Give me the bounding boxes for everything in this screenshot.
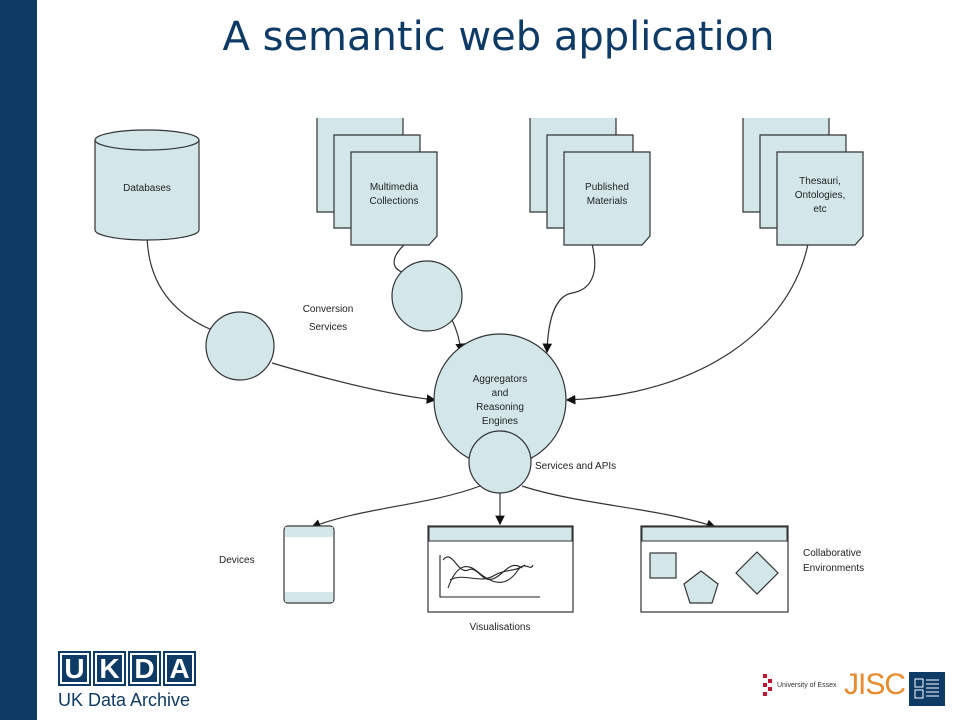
thesauri-documents: Thesauri, Ontologies, etc	[742, 118, 864, 246]
multimedia-label-line1: Multimedia	[370, 182, 419, 193]
connector-thesauri-aggregators	[565, 243, 809, 405]
published-label-line2: Materials	[587, 196, 628, 207]
published-label-line1: Published	[585, 182, 629, 193]
multimedia-documents: Multimedia Collections	[316, 118, 438, 246]
connector-apis-collaborative	[521, 485, 717, 529]
conversion-label-line1: Conversion	[303, 304, 354, 315]
aggregators-label-line2: and	[492, 388, 509, 399]
diamond-shape-icon	[735, 551, 779, 595]
devices-label: Devices	[219, 555, 255, 566]
connector-databases-conversion	[146, 235, 213, 331]
visualisations-window	[427, 525, 574, 613]
visualisations-label: Visualisations	[470, 622, 531, 633]
conversion-label-line2: Services	[309, 322, 347, 333]
connector-conversion-aggregators	[271, 362, 437, 404]
pentagon-shape-icon	[683, 570, 719, 604]
conversion-circle-top	[391, 260, 463, 332]
services-apis-label: Services and APIs	[535, 461, 616, 472]
connector-apis-devices	[310, 485, 481, 529]
conversion-circle-left	[205, 311, 275, 381]
aggregators-label-line3: Reasoning	[476, 402, 524, 413]
aggregators-label-line1: Aggregators	[473, 374, 527, 385]
ukda-letter-u: U	[58, 651, 91, 686]
multimedia-label-line2: Collections	[370, 196, 419, 207]
esrc-mark-icon	[914, 678, 939, 699]
collaborative-window	[640, 525, 789, 613]
left-sidebar-bar	[0, 0, 37, 720]
aggregators-label-line4: Engines	[482, 416, 518, 427]
thesauri-label-line2: Ontologies,	[795, 190, 846, 201]
essex-text: University of Essex	[777, 681, 837, 689]
thesauri-label-line1: Thesauri,	[799, 176, 841, 187]
esrc-logo	[909, 672, 945, 706]
connector-multimedia-conversion	[393, 243, 406, 273]
ukda-letter-k: K	[93, 651, 126, 686]
ukda-letter-a: A	[163, 651, 196, 686]
line-graph-icon	[439, 555, 540, 598]
connector-published-aggregators	[542, 243, 596, 354]
square-shape-icon	[649, 552, 677, 579]
collaborative-label-line2: Environments	[803, 563, 864, 574]
connectors	[146, 235, 809, 529]
services-apis-circle	[468, 430, 532, 494]
ukda-letter-d: D	[128, 651, 161, 686]
ukda-subtitle: UK Data Archive	[58, 690, 191, 710]
databases-cylinder: Databases	[94, 129, 200, 241]
thesauri-label-line3: etc	[813, 204, 826, 215]
collaborative-label-line1: Collaborative	[803, 548, 862, 559]
published-documents: Published Materials	[529, 118, 651, 246]
essex-mark-icon	[763, 674, 772, 696]
device-shape	[283, 525, 335, 604]
slide-title: A semantic web application	[222, 14, 775, 60]
databases-label: Databases	[123, 183, 171, 194]
ukda-logo: U K D A UK Data Archive	[58, 651, 196, 711]
jisc-logo: JISC	[844, 668, 906, 701]
university-of-essex-logo: University of Essex	[763, 674, 837, 696]
